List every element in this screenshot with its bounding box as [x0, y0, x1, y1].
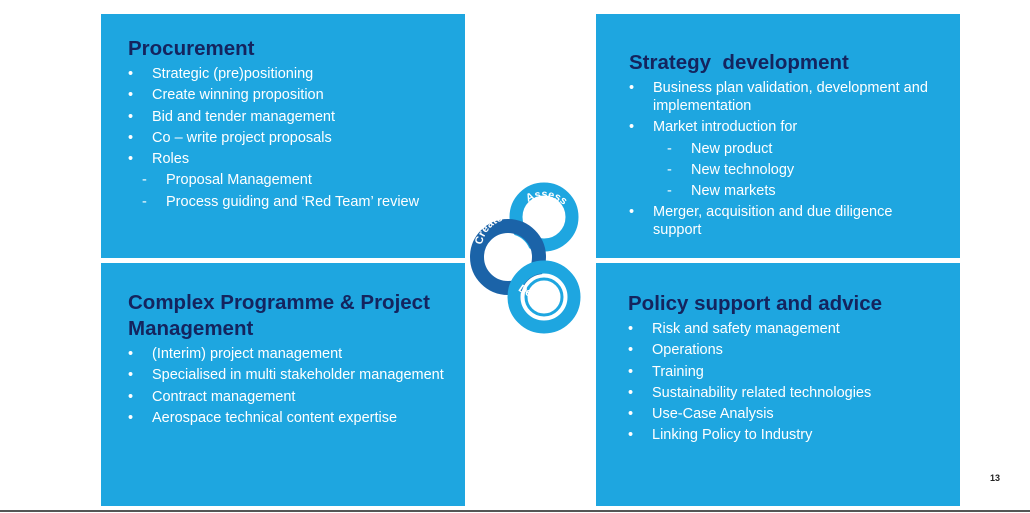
programme-list: (Interim) project management Specialised… — [128, 345, 445, 427]
bottom-divider — [0, 510, 1030, 512]
list-item: Bid and tender management — [128, 108, 445, 126]
programme-title: Complex Programme & Project Management — [128, 291, 430, 340]
list-item: Operations — [628, 341, 940, 359]
deliver-ring-center — [521, 274, 567, 320]
deliver-ring — [507, 260, 581, 334]
list-item: Business plan validation, development an… — [629, 79, 940, 115]
list-item: Risk and safety management — [628, 320, 940, 338]
list-item: Specialised in multi stakeholder managem… — [128, 366, 445, 384]
list-item: Create winning proposition — [128, 86, 445, 104]
sub-list-item: Proposal Management — [128, 171, 445, 189]
list-item: Linking Policy to Industry — [628, 426, 940, 444]
list-item: Market introduction for — [629, 118, 940, 136]
page-number: 13 — [990, 473, 1001, 483]
strategy-title: Strategy development — [629, 51, 849, 74]
create-ring-center — [485, 234, 531, 280]
assess-create-deliver-logo: Assess Create Deliver — [470, 182, 581, 334]
list-item: Roles — [128, 150, 445, 168]
sub-list-item: New markets — [629, 182, 940, 200]
list-item: Merger, acquisition and due diligence su… — [629, 203, 940, 239]
list-item: (Interim) project management — [128, 345, 445, 363]
procurement-title: Procurement — [128, 37, 255, 60]
strategy-panel: Strategy development Business plan valid… — [596, 14, 960, 258]
list-item: Sustainability related technologies — [628, 384, 940, 402]
procurement-panel: Procurement Strategic (pre)positioning C… — [101, 14, 465, 258]
assess-ring-center — [523, 196, 565, 238]
procurement-list: Strategic (pre)positioning Create winnin… — [128, 65, 445, 211]
sub-list-item: Process guiding and ‘Red Team’ review — [128, 193, 445, 211]
list-item: Contract management — [128, 388, 445, 406]
programme-panel: Complex Programme & Project Management (… — [101, 263, 465, 506]
sub-list-item: New product — [629, 140, 940, 158]
policy-list: Risk and safety management Operations Tr… — [628, 320, 940, 444]
strategy-list: Business plan validation, development an… — [629, 79, 940, 239]
policy-panel: Policy support and advice Risk and safet… — [596, 263, 960, 506]
list-item: Strategic (pre)positioning — [128, 65, 445, 83]
list-item: Co – write project proposals — [128, 129, 445, 147]
sub-list-item: New technology — [629, 161, 940, 179]
deliver-inner-ring — [524, 277, 564, 317]
list-item: Use-Case Analysis — [628, 405, 940, 423]
create-ring — [470, 219, 546, 295]
policy-title: Policy support and advice — [628, 292, 883, 315]
list-item: Training — [628, 363, 940, 381]
list-item: Aerospace technical content expertise — [128, 409, 445, 427]
